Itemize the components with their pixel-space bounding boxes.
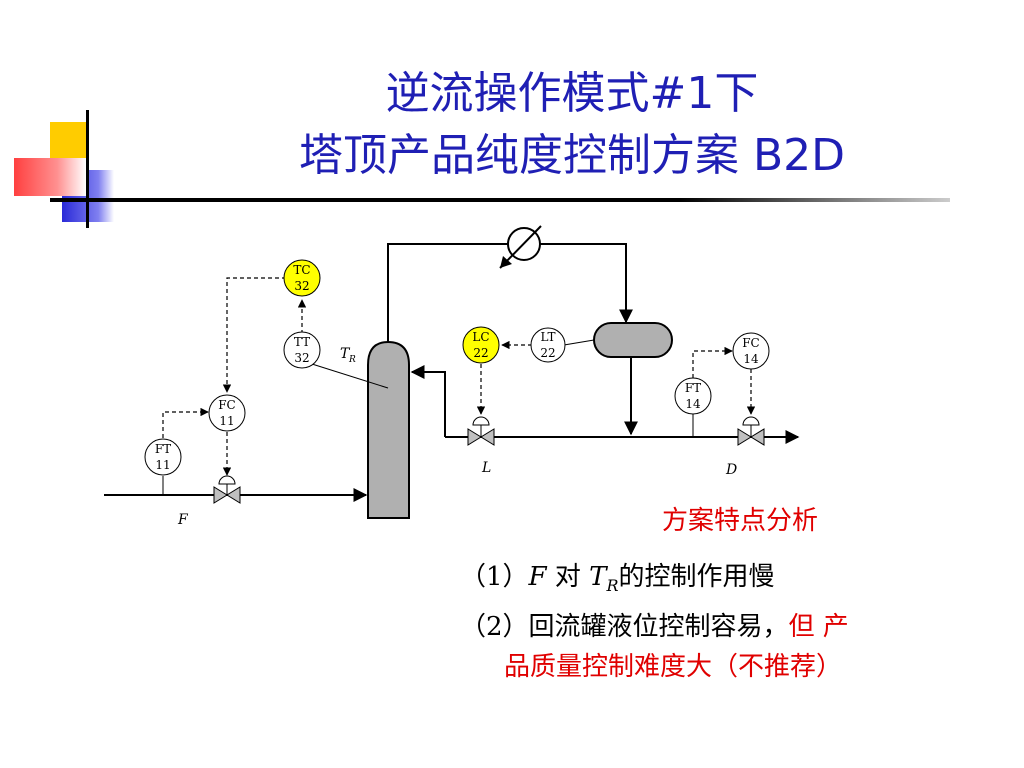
- feed-valve: [213, 475, 241, 504]
- svg-text:11: 11: [155, 458, 170, 472]
- reflux-valve: [467, 416, 495, 446]
- instrument-lc22: LC 22: [462, 326, 500, 364]
- svg-text:FT: FT: [685, 381, 701, 395]
- label-reflux: L: [481, 460, 491, 476]
- tap-tt32: [311, 363, 389, 389]
- signal-ft14-fc14: [692, 346, 733, 378]
- svg-text:FT: FT: [155, 442, 171, 456]
- label-feed: F: [177, 512, 189, 528]
- analysis-item-1: （1）F 对 TR的控制作用慢: [460, 562, 775, 596]
- svg-text:22: 22: [540, 346, 555, 360]
- signal-tc32-fc11: [222, 277, 286, 393]
- reflux-return-line: [410, 365, 446, 437]
- signal-ft11-fc11: [162, 407, 209, 438]
- decor-horizontal-rule: [50, 198, 950, 202]
- svg-text:R: R: [348, 355, 356, 365]
- svg-text:FC: FC: [742, 336, 760, 350]
- svg-text:LT: LT: [541, 330, 556, 344]
- reflux-drum: [593, 322, 673, 358]
- instrument-ft11: FT 11: [144, 438, 182, 476]
- distillation-column: [367, 340, 410, 519]
- tap-lt22: [563, 339, 595, 346]
- label-distillate: D: [725, 462, 737, 478]
- svg-text:32: 32: [294, 279, 309, 293]
- svg-text:TC: TC: [293, 263, 310, 277]
- label-temperature-tr: T R: [340, 346, 356, 365]
- decor-yellow-square: [50, 122, 88, 160]
- analysis-item-2: （2）回流罐液位控制容易，但 产: [460, 612, 849, 642]
- svg-text:T: T: [340, 346, 351, 362]
- condenser-icon: [499, 225, 542, 269]
- svg-text:11: 11: [219, 414, 234, 428]
- svg-text:TT: TT: [294, 335, 310, 349]
- svg-text:FC: FC: [218, 398, 236, 412]
- decor-vertical-line: [86, 110, 89, 228]
- page-title-line1: 逆流操作模式#1下: [385, 68, 759, 119]
- analysis-item-2-continued: 品质量控制难度大（不推荐）: [504, 652, 843, 682]
- instrument-ft14: FT 14: [674, 377, 712, 415]
- instrument-fc11: FC 11: [208, 394, 246, 432]
- svg-text:LC: LC: [472, 330, 489, 344]
- svg-text:14: 14: [685, 397, 701, 411]
- instrument-tt32: TT 32: [283, 331, 321, 369]
- page-title-line2: 塔顶产品纯度控制方案 B2D: [298, 130, 846, 181]
- svg-text:14: 14: [743, 352, 759, 366]
- instrument-fc14: FC 14: [732, 332, 770, 370]
- overhead-vapor-line: [387, 243, 633, 342]
- instrument-tc32: TC 32: [283, 259, 321, 297]
- instrument-lt22: LT 22: [530, 327, 566, 363]
- distillate-valve: [737, 416, 765, 446]
- svg-text:22: 22: [473, 346, 488, 360]
- analysis-heading: 方案特点分析: [662, 506, 819, 536]
- svg-text:32: 32: [294, 351, 309, 365]
- decor-red-square: [14, 158, 86, 196]
